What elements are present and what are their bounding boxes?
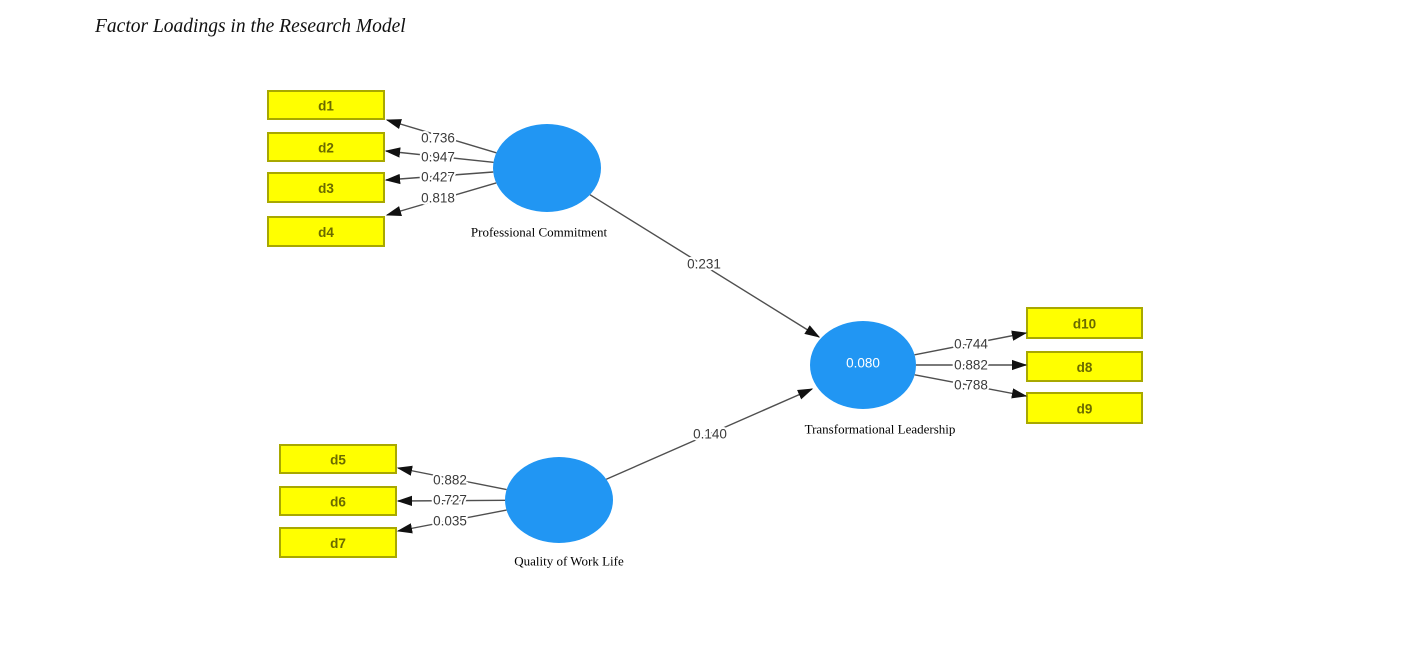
path-coefficient-pc-tl: 0.231 xyxy=(687,257,721,272)
loading-value-d4: 0.818 xyxy=(421,191,455,206)
loading-value-d3: 0.427 xyxy=(421,170,455,185)
indicator-d2-label: d2 xyxy=(318,141,334,156)
construct-professional-commitment-label: Professional Commitment xyxy=(471,225,608,240)
edge-pc-d2 xyxy=(384,147,494,164)
indicator-d7-label: d7 xyxy=(330,536,346,551)
loading-value-d8: 0.882 xyxy=(954,358,988,373)
path-pc-tl xyxy=(589,194,821,338)
loading-value-d1: 0.736 xyxy=(421,131,455,146)
construct-transformational-leadership xyxy=(810,321,916,409)
path-coefficient-qwl-tl: 0.140 xyxy=(693,427,727,442)
edge-pc-d4 xyxy=(385,182,497,216)
construct-transformational-leadership-label: Transformational Leadership xyxy=(805,422,956,437)
edge-qwl-d5 xyxy=(396,465,507,491)
edge-qwl-d6 xyxy=(396,495,506,507)
indicator-d10 xyxy=(1026,307,1143,339)
edge-tl-d10 xyxy=(914,330,1028,356)
indicator-d7 xyxy=(279,527,397,558)
edge-pc-d3 xyxy=(384,171,494,185)
loading-value-d6: 0.727 xyxy=(433,493,467,508)
indicator-d4-label: d4 xyxy=(318,225,334,240)
construct-transformational-leadership-value: 0.080 xyxy=(846,356,880,371)
loading-value-d5: 0.882 xyxy=(433,473,467,488)
indicator-d2 xyxy=(267,132,385,162)
construct-quality-of-work-life xyxy=(505,457,613,543)
figure-title: Factor Loadings in the Research Model xyxy=(95,16,406,37)
indicator-d5-label: d5 xyxy=(330,453,346,468)
loading-value-d7: 0.035 xyxy=(433,514,467,529)
path-qwl-tl xyxy=(606,388,814,480)
edge-qwl-d7 xyxy=(396,509,507,534)
loading-value-d9: 0.788 xyxy=(954,378,988,393)
indicator-d3-label: d3 xyxy=(318,181,334,196)
edge-tl-d9 xyxy=(914,374,1028,399)
indicator-d10-label: d10 xyxy=(1073,317,1096,332)
edge-pc-d1 xyxy=(385,119,497,154)
indicator-d9 xyxy=(1026,392,1143,424)
construct-professional-commitment xyxy=(493,124,601,212)
indicator-d1-label: d1 xyxy=(318,99,334,114)
construct-quality-of-work-life-label: Quality of Work Life xyxy=(514,554,624,569)
indicator-d3 xyxy=(267,172,385,203)
indicator-d5 xyxy=(279,444,397,474)
loading-value-d2: 0.947 xyxy=(421,150,455,165)
indicator-d6-label: d6 xyxy=(330,495,346,510)
indicator-d1 xyxy=(267,90,385,120)
loading-value-d10: 0.744 xyxy=(954,337,988,352)
indicator-d9-label: d9 xyxy=(1077,402,1093,417)
indicator-d6 xyxy=(279,486,397,516)
indicator-d8-label: d8 xyxy=(1077,360,1093,375)
indicator-d8 xyxy=(1026,351,1143,382)
indicator-d4 xyxy=(267,216,385,247)
